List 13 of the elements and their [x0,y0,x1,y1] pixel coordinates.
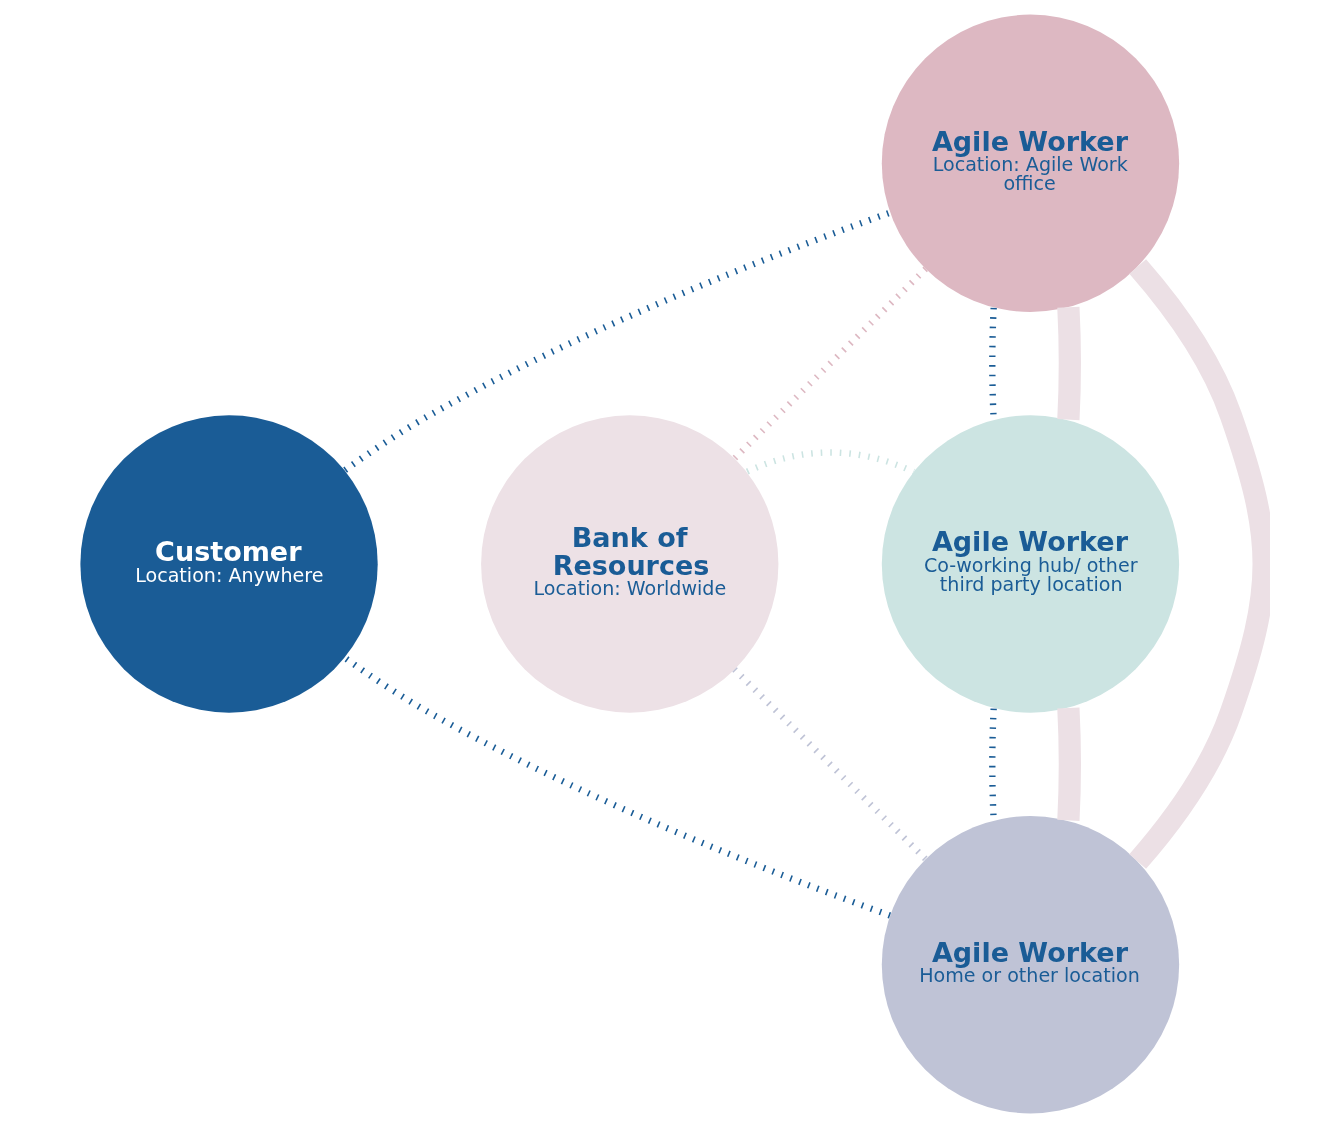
node-circle: Agile Worker Location: Agile Work office [881,14,1179,312]
connector [731,667,928,862]
connector [342,209,891,473]
connector [731,266,928,461]
node-circle: Customer Location: Anywhere [79,415,378,713]
connector [1056,306,1081,421]
node-circle: Agile Worker Home or other location [881,816,1179,1114]
node-circle: Bank of Resources Location: Worldwide [480,415,778,713]
connector [745,449,915,475]
connector [1056,707,1081,821]
node-circle: Agile Worker Co-working hub/ other third party location [881,415,1179,713]
connector [342,655,891,919]
connector [1128,259,1270,869]
